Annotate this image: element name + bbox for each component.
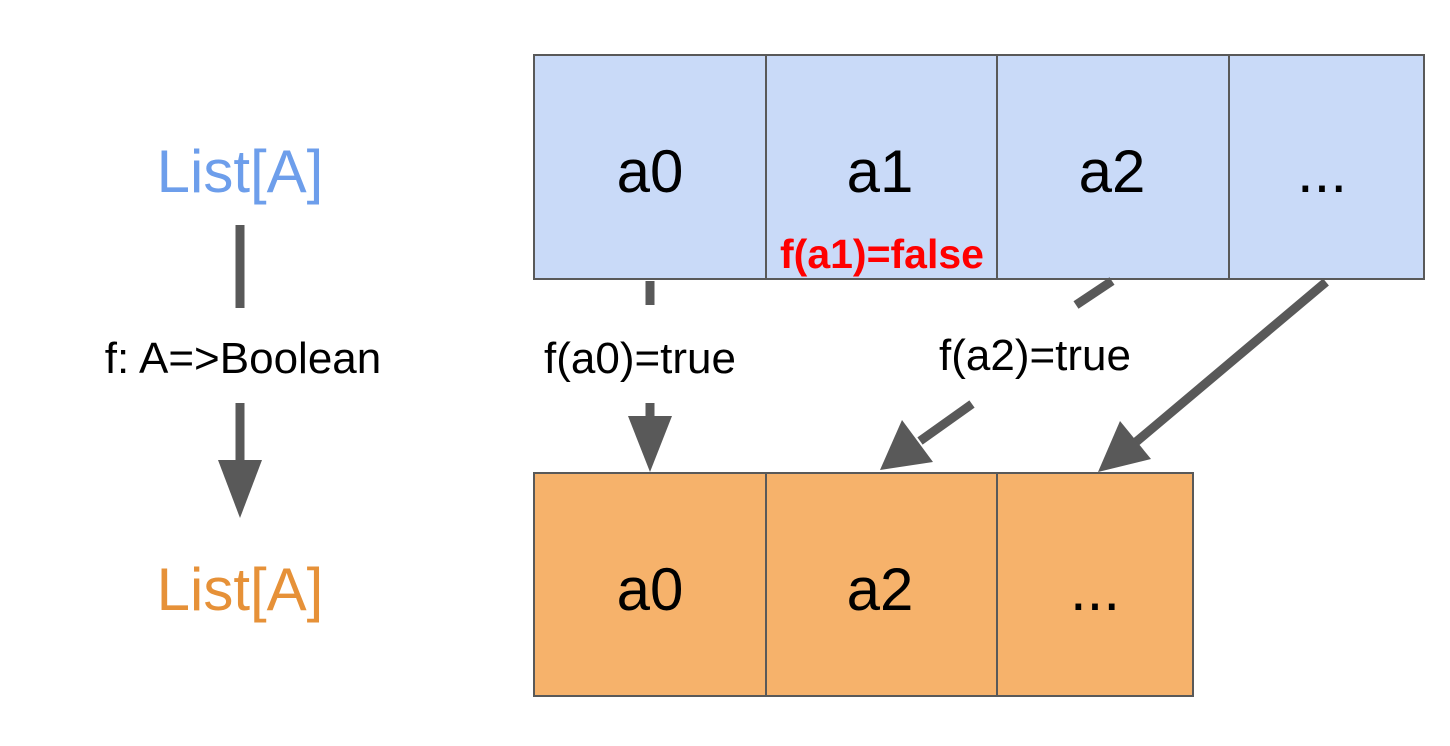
input-cell-2	[996, 54, 1230, 280]
input-cell-1-label: a1	[847, 138, 914, 205]
down-arrow-icon	[218, 460, 262, 518]
rest-arrow-shaft	[1133, 278, 1329, 446]
a2-arrow-head-icon	[880, 420, 933, 470]
input-list: a0 a1 a2 ...	[533, 54, 1425, 280]
a2-result-label: f(a2)=true	[939, 331, 1131, 380]
input-cell-1	[765, 54, 998, 280]
output-type-label: List[A]	[157, 556, 324, 623]
output-list: a0 a2 ...	[533, 472, 1194, 697]
output-cell-1	[765, 472, 998, 697]
rest-arrow-head-icon	[1098, 421, 1151, 472]
a0-result-label: f(a0)=true	[544, 334, 736, 383]
output-cell-1-label: a2	[847, 556, 914, 623]
input-cell-0	[533, 54, 767, 280]
input-type-label: List[A]	[157, 138, 324, 205]
rejected-annotation: f(a1)=false	[780, 231, 984, 277]
a0-arrow-head-icon	[628, 416, 672, 472]
output-cell-2	[996, 472, 1194, 697]
output-cell-2-label: ...	[1070, 556, 1120, 623]
input-cell-3	[1228, 54, 1425, 280]
input-cell-3-label: ...	[1297, 138, 1347, 205]
function-signature-label: f: A=>Boolean	[105, 334, 381, 383]
output-cell-0	[533, 472, 767, 697]
input-cell-0-label: a0	[617, 138, 684, 205]
a2-arrow-shaft-bottom	[917, 400, 975, 445]
input-cell-2-label: a2	[1079, 138, 1146, 205]
a2-arrow-shaft-top	[1073, 277, 1115, 309]
output-cell-0-label: a0	[617, 556, 684, 623]
